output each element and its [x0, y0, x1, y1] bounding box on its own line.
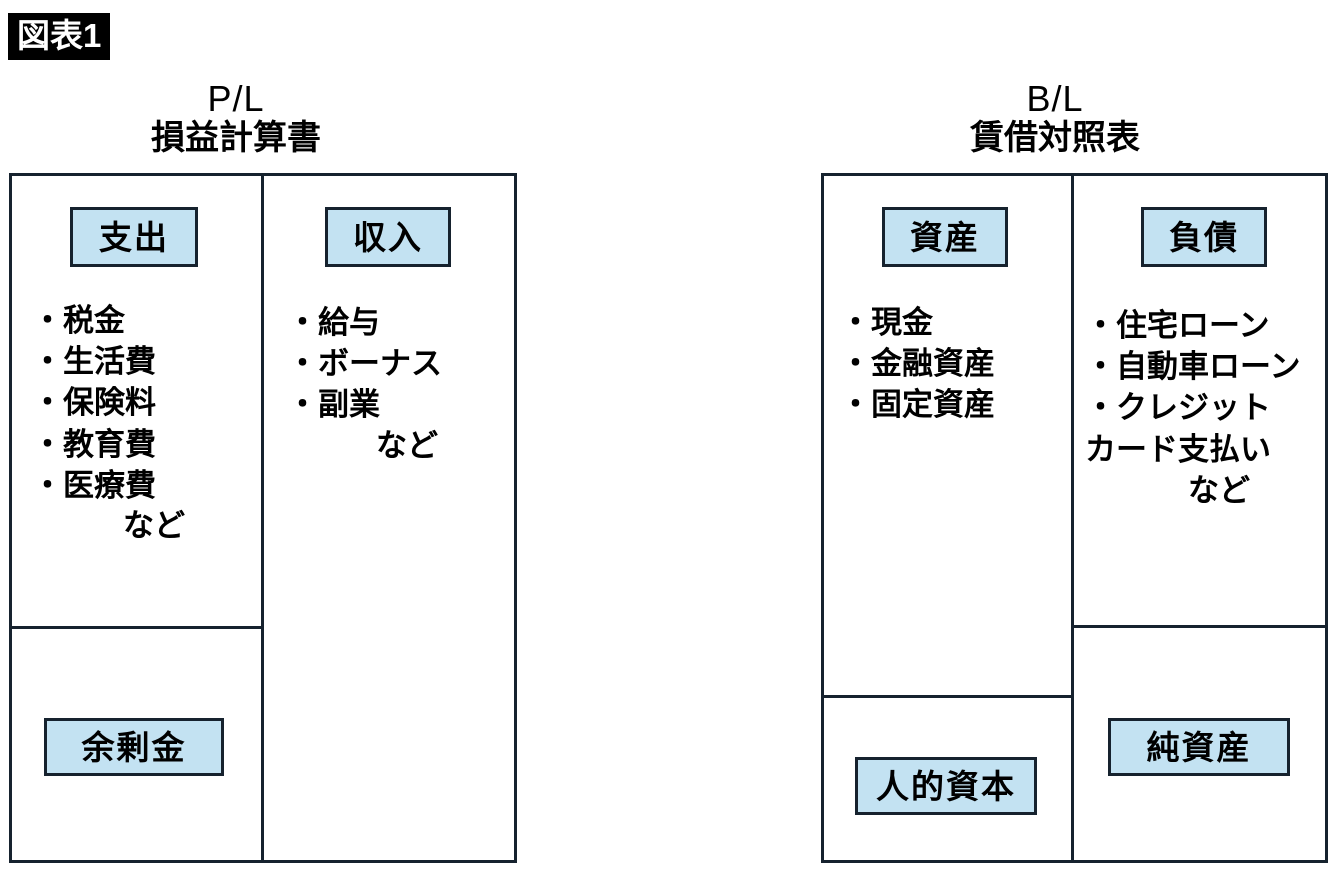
list-item: ・医療費	[32, 467, 156, 503]
bl-assets-bottom-divider	[821, 695, 1074, 698]
bl-title-japanese: 賃借対照表	[970, 119, 1140, 158]
bl-title: B/L 賃借対照表	[905, 78, 1205, 158]
expenses-etc: など	[123, 508, 185, 543]
expenses-list: ・税金 ・生活費 ・保険料 ・教育費 ・医療費	[32, 300, 156, 506]
list-item: ・給与	[287, 305, 380, 340]
bl-column-divider	[1071, 173, 1074, 863]
figure-number-badge: 図表1	[8, 13, 111, 60]
list-item: ・住宅ローン	[1085, 308, 1270, 343]
pl-title: P/L 損益計算書	[86, 78, 386, 158]
list-item: ・固定資産	[840, 387, 995, 423]
liabilities-etc: など	[1188, 473, 1250, 508]
bl-liabilities-bottom-divider	[1071, 625, 1328, 628]
assets-list: ・現金 ・金融資産 ・固定資産	[840, 302, 995, 426]
list-item: ・生活費	[32, 344, 156, 380]
income-list: ・給与 ・ボーナス ・副業	[287, 302, 442, 426]
chip-assets: 資産	[882, 207, 1008, 267]
pl-expenses-bottom-divider	[9, 626, 264, 629]
list-item: ・クレジット	[1085, 390, 1271, 426]
list-item: ・現金	[840, 305, 933, 340]
pl-column-divider	[261, 173, 264, 863]
bl-abbreviation: B/L	[1026, 78, 1084, 119]
list-item: ・保険料	[32, 385, 156, 421]
list-item-continuation: カード支払い	[1085, 431, 1271, 467]
income-etc: など	[376, 428, 438, 463]
list-item: ・教育費	[32, 426, 156, 462]
chip-income: 収入	[325, 207, 451, 267]
list-item: ・自動車ローン	[1085, 349, 1301, 385]
pl-abbreviation: P/L	[207, 78, 265, 119]
list-item: ・税金	[32, 303, 125, 338]
pl-title-japanese: 損益計算書	[151, 119, 321, 158]
list-item: ・副業	[287, 387, 380, 423]
chip-surplus: 余剰金	[44, 718, 224, 776]
chip-expenses: 支出	[70, 207, 198, 267]
liabilities-list: ・住宅ローン ・自動車ローン ・クレジット カード支払い	[1085, 305, 1300, 470]
chip-net-assets: 純資産	[1108, 718, 1290, 776]
list-item: ・ボーナス	[287, 346, 442, 382]
list-item: ・金融資産	[840, 346, 995, 382]
chip-human-capital: 人的資本	[855, 757, 1037, 815]
chip-liabilities: 負債	[1141, 207, 1267, 267]
